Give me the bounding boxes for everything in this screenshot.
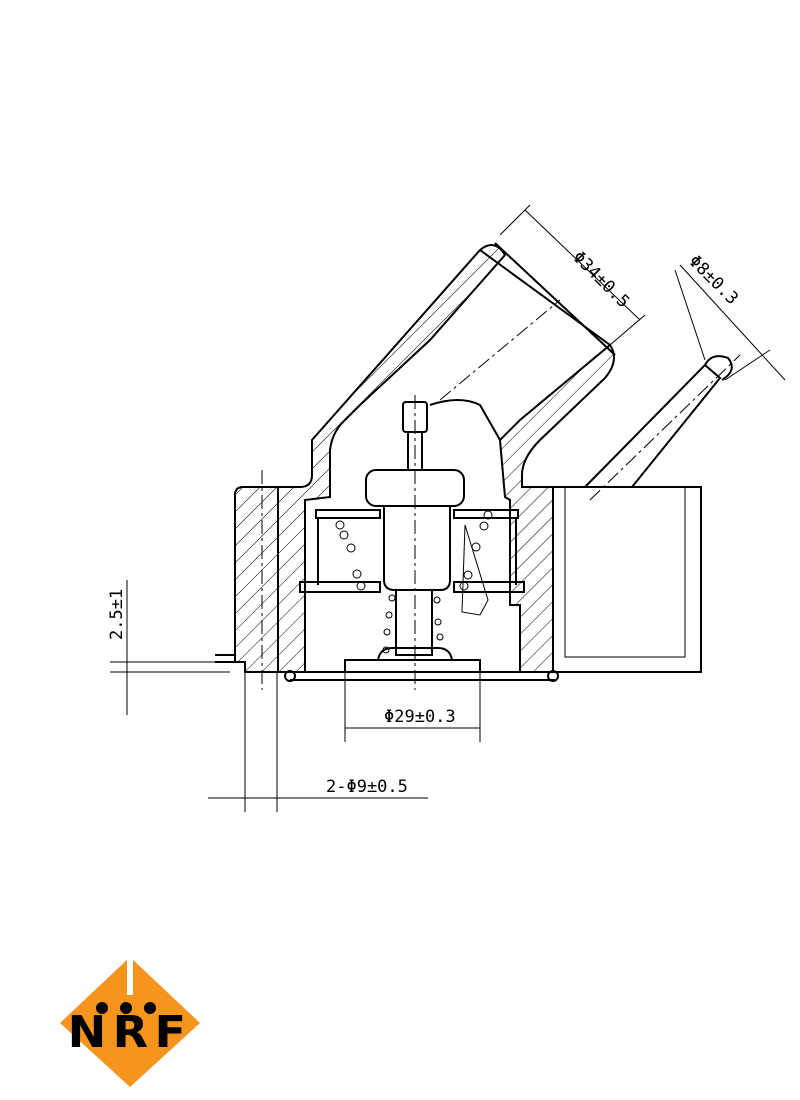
centerlines xyxy=(261,299,741,690)
dimension-inlet: Φ34±0.5 xyxy=(499,204,646,346)
dimension-bolt-holes: 2-Φ9±0.5 xyxy=(208,672,428,812)
valve-diameter-label: Φ29±0.3 xyxy=(384,707,456,727)
bolt-holes-label: 2-Φ9±0.5 xyxy=(326,777,408,797)
dimension-offset: 2.5±1 xyxy=(107,580,230,715)
svg-text:NRF: NRF xyxy=(68,1006,193,1058)
spring-coils xyxy=(335,510,493,654)
inlet-diameter-label: Φ34±0.5 xyxy=(568,247,633,312)
thermostat-insert xyxy=(299,401,525,673)
offset-label: 2.5±1 xyxy=(107,589,127,640)
dimension-valve: Φ29±0.3 xyxy=(344,672,481,742)
housing-section xyxy=(215,242,733,682)
small-pipe-diameter-label: Φ8±0.3 xyxy=(684,251,742,309)
nrf-logo: NRF xyxy=(60,957,200,1087)
